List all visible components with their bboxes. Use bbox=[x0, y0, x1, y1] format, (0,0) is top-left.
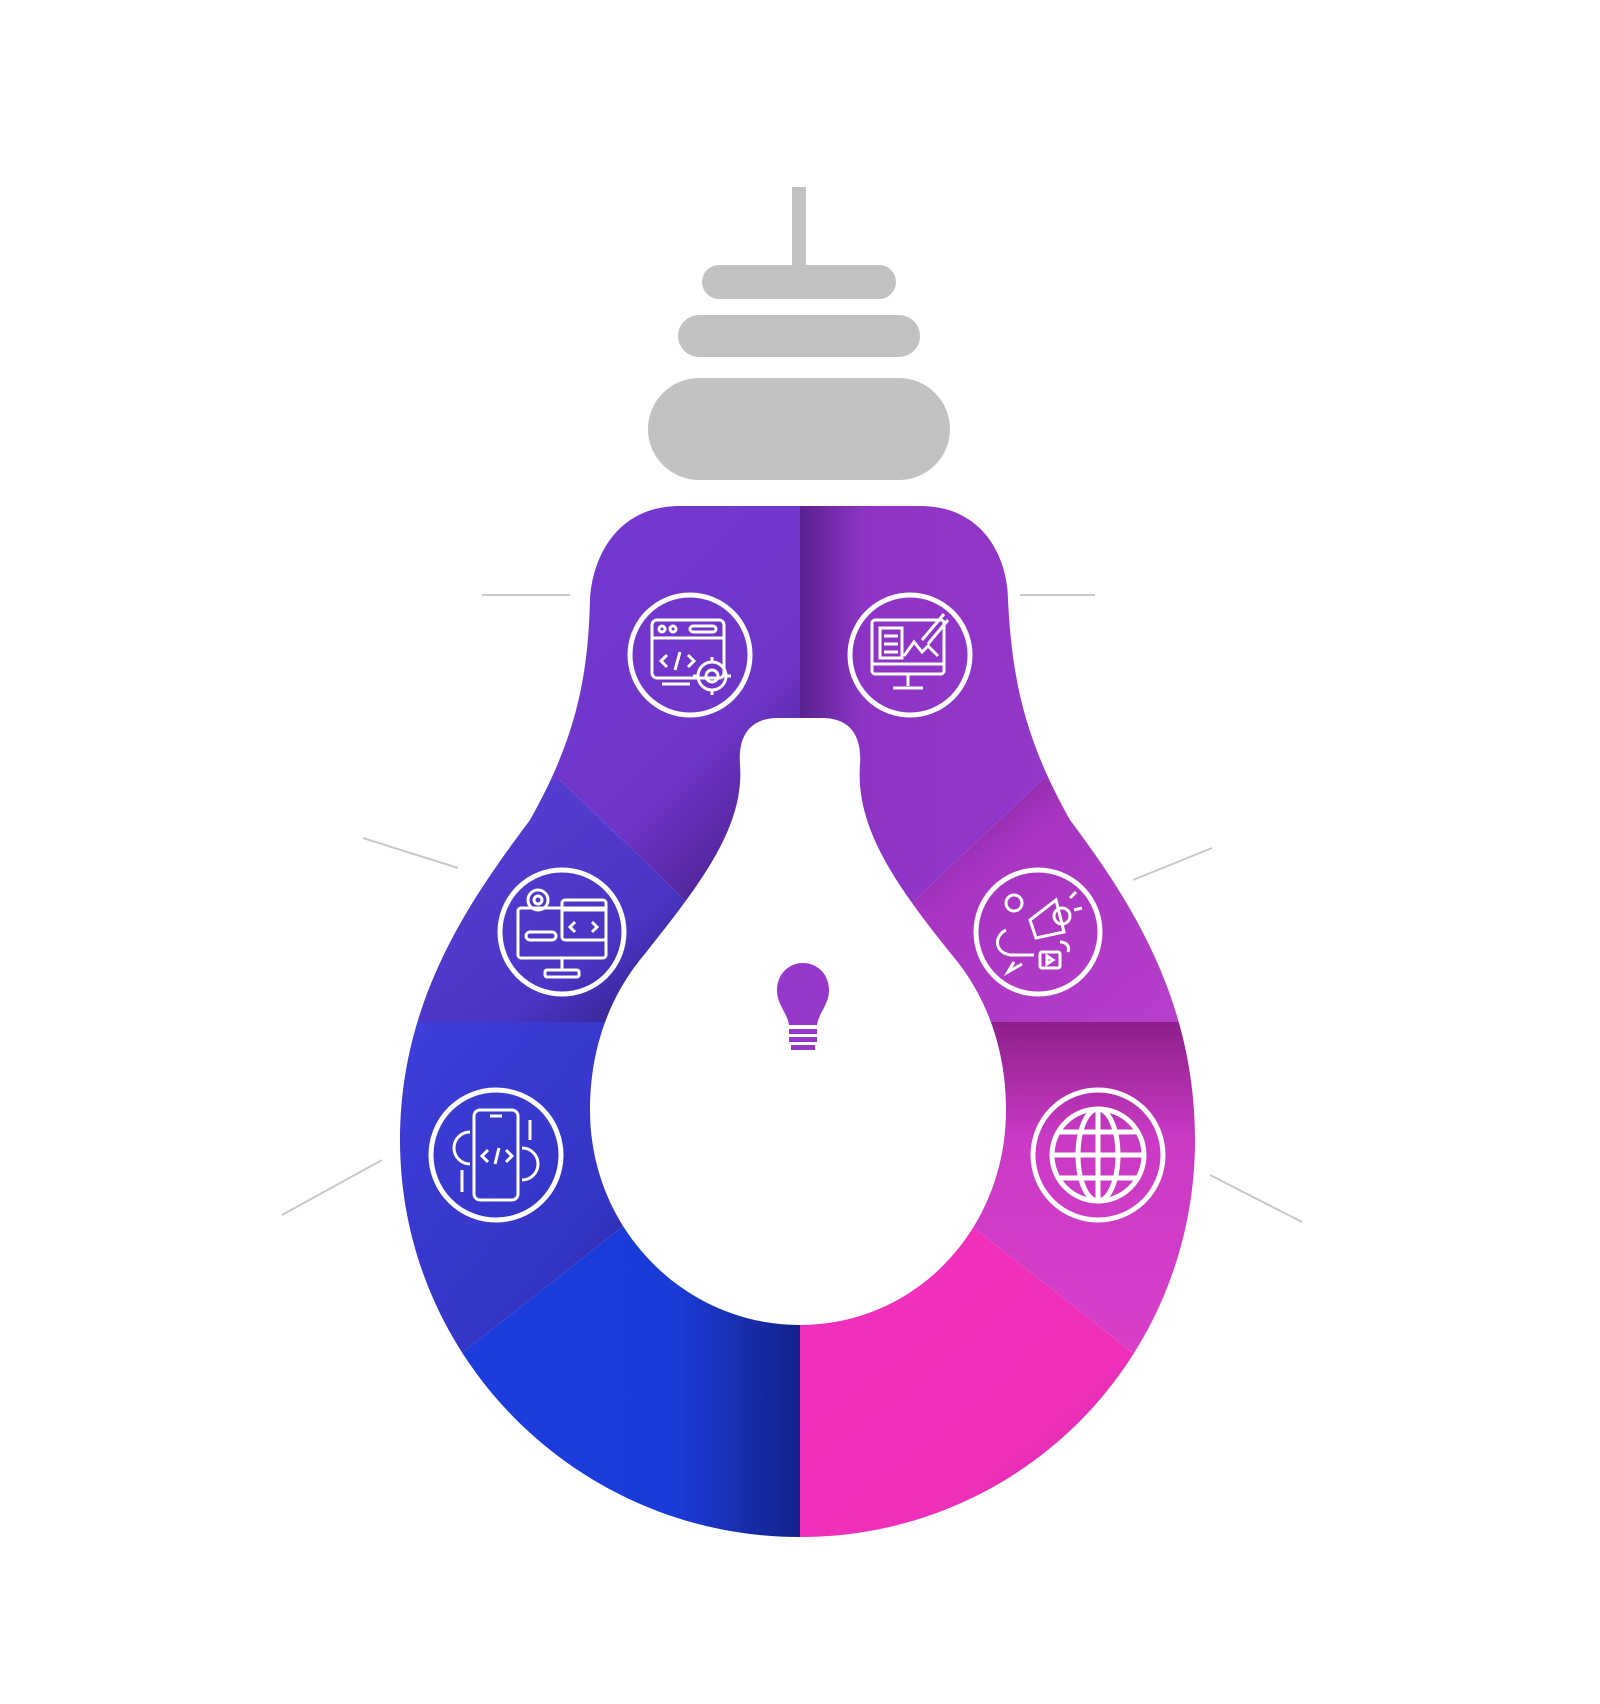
lightbulb-icon-base-3 bbox=[791, 1045, 815, 1050]
connector-line-mid-right bbox=[1132, 847, 1213, 881]
web-code-settings-icon bbox=[627, 592, 753, 718]
monitor-design-icon bbox=[847, 592, 973, 718]
connector-line-low-right bbox=[1209, 1174, 1303, 1223]
bulb-socket bbox=[648, 187, 950, 480]
lightbulb-icon-glass bbox=[777, 963, 829, 1025]
lightbulb-icon-base-2 bbox=[789, 1037, 817, 1042]
connector-lines bbox=[281, 594, 1303, 1223]
socket-wire bbox=[792, 187, 806, 272]
mobile-app-development-icon bbox=[428, 1087, 564, 1223]
lightbulb-icon-base-1 bbox=[789, 1029, 817, 1034]
socket-ring-3 bbox=[648, 378, 950, 480]
megaphone-marketing-icon bbox=[973, 867, 1103, 997]
desktop-code-icon bbox=[497, 867, 627, 997]
socket-ring-2 bbox=[678, 315, 920, 357]
globe-icon bbox=[1030, 1087, 1166, 1223]
lightbulb-icon bbox=[777, 963, 829, 1050]
connector-line-low-left bbox=[281, 1159, 383, 1216]
socket-ring-1 bbox=[702, 265, 896, 299]
segment-lower-left bbox=[400, 1022, 650, 1353]
connector-line-mid-left bbox=[362, 837, 459, 869]
